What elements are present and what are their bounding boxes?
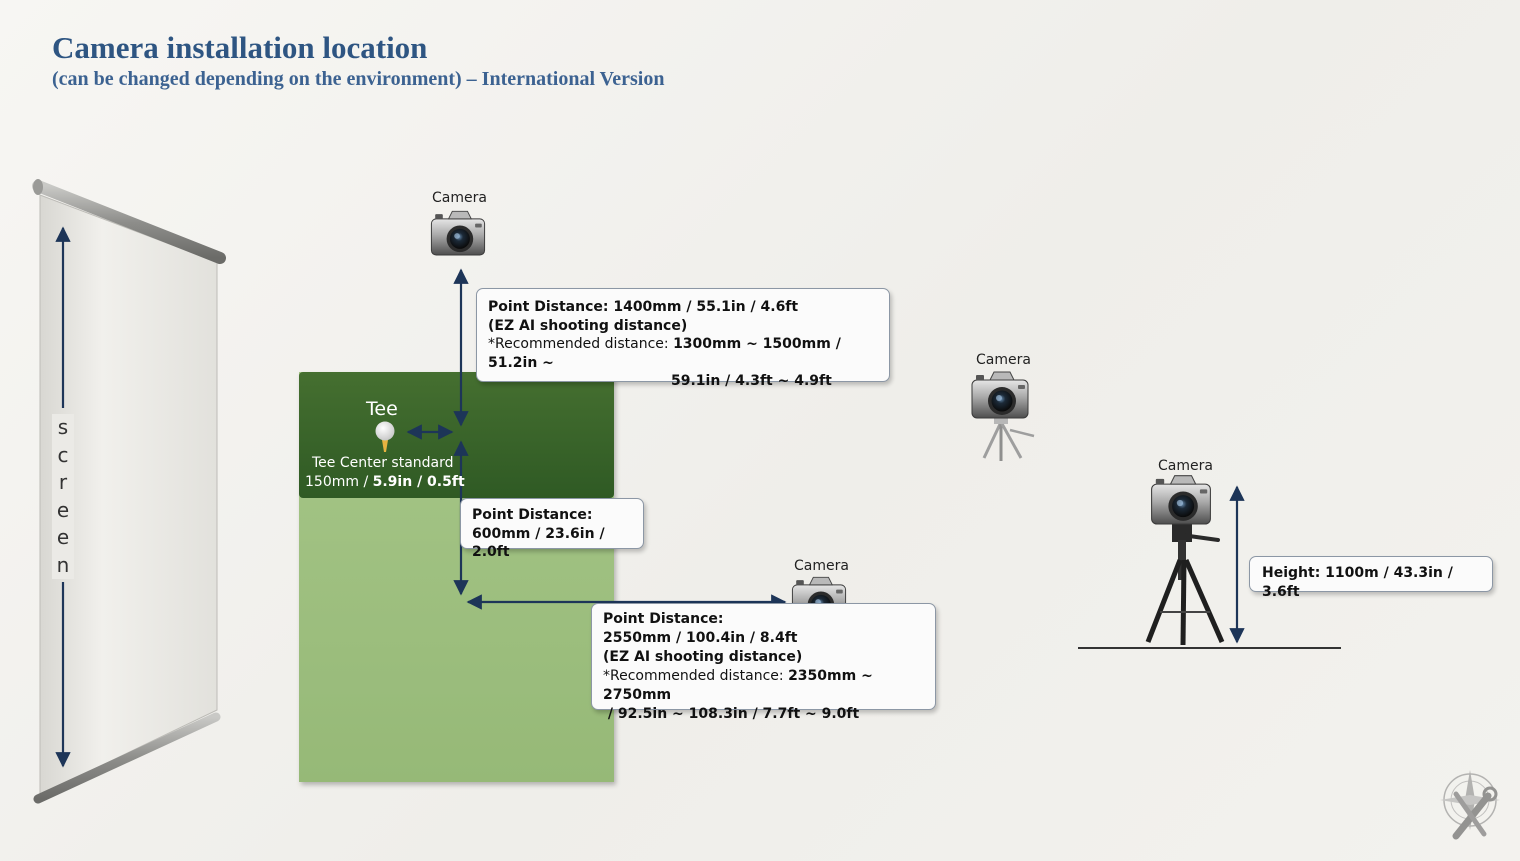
top-camera-label: Camera <box>432 190 487 206</box>
tee-center-point-distance-value: 600mm / 23.6in / 2.0ft <box>472 525 605 561</box>
screen-letter: n <box>56 552 70 577</box>
rear-camera-ez-ai-note: (EZ AI shooting distance) <box>603 649 803 665</box>
tripod-icon <box>1145 522 1225 646</box>
camera-height-value: Height: 1100m / 43.3in / 3.6ft <box>1262 565 1453 600</box>
screen-letter: r <box>58 470 68 494</box>
top-camera-distance-box: Point Distance: 1400mm / 55.1in / 4.6ft … <box>476 288 890 389</box>
rear-camera-label: Camera <box>794 558 849 574</box>
golf-ball-icon <box>375 421 395 452</box>
screen-letter: e <box>56 497 70 522</box>
dslr-camera-icon <box>430 210 486 256</box>
camera-height-box: Height: 1100m / 43.3in / 3.6ft <box>1249 556 1493 600</box>
top-camera-recommended-label: *Recommended distance: <box>488 336 674 352</box>
tee-offset-mm: 150mm / <box>305 474 373 490</box>
page-title: Camera installation location <box>52 30 428 65</box>
rear-camera-recommended-range: 2350mm ~ 2750mm <box>603 668 873 703</box>
tee-zone <box>299 372 614 498</box>
screen-letter: s <box>57 415 69 439</box>
top-camera-recommended-range: 1300mm ~ 1500mm / 51.2in ~ <box>488 336 841 371</box>
screen-letter: c <box>57 442 69 467</box>
page-subtitle: (can be changed depending on the environ… <box>52 68 665 90</box>
side-camera-label: Camera <box>976 352 1031 368</box>
rear-camera-recommended-range-cont: / 92.5in ~ 108.3in / 7.7ft ~ 9.0ft <box>603 706 860 722</box>
tee-offset-imperial: 5.9in / 0.5ft <box>372 474 465 490</box>
rear-camera-distance-box: Point Distance: 2550mm / 100.4in / 8.4ft… <box>591 603 936 722</box>
dslr-camera-icon <box>1151 475 1211 525</box>
hitting-mat <box>299 372 614 782</box>
top-camera-point-distance: Point Distance: 1400mm / 55.1in / 4.6ft <box>488 299 799 315</box>
tee-offset-distance: 150mm / 5.9in / 0.5ft <box>305 474 465 490</box>
tee-center-point-distance-label: Point Distance: <box>472 507 593 523</box>
rear-camera-recommended-label: *Recommended distance: <box>603 668 789 684</box>
compass-tools-icon <box>1440 770 1500 840</box>
screen-label: s c r e e n <box>52 414 74 579</box>
top-camera-recommended-range-cont: 59.1in / 4.3ft ~ 4.9ft <box>671 373 832 389</box>
screen-letter: e <box>56 525 70 549</box>
height-camera-label: Camera <box>1158 458 1213 474</box>
rear-camera-point-distance-label: Point Distance: <box>603 611 724 627</box>
top-camera-ez-ai-note: (EZ AI shooting distance) <box>488 317 688 334</box>
projection-screen <box>32 179 226 804</box>
tee-label: Tee <box>366 398 398 420</box>
tee-center-distance-box: Point Distance: 600mm / 23.6in / 2.0ft <box>460 498 644 560</box>
dslr-camera-icon <box>971 371 1029 419</box>
tripod-icon <box>982 414 1035 461</box>
tee-center-standard-label: Tee Center standard <box>312 455 454 471</box>
rear-camera-point-distance-value: 2550mm / 100.4in / 8.4ft <box>603 630 798 646</box>
